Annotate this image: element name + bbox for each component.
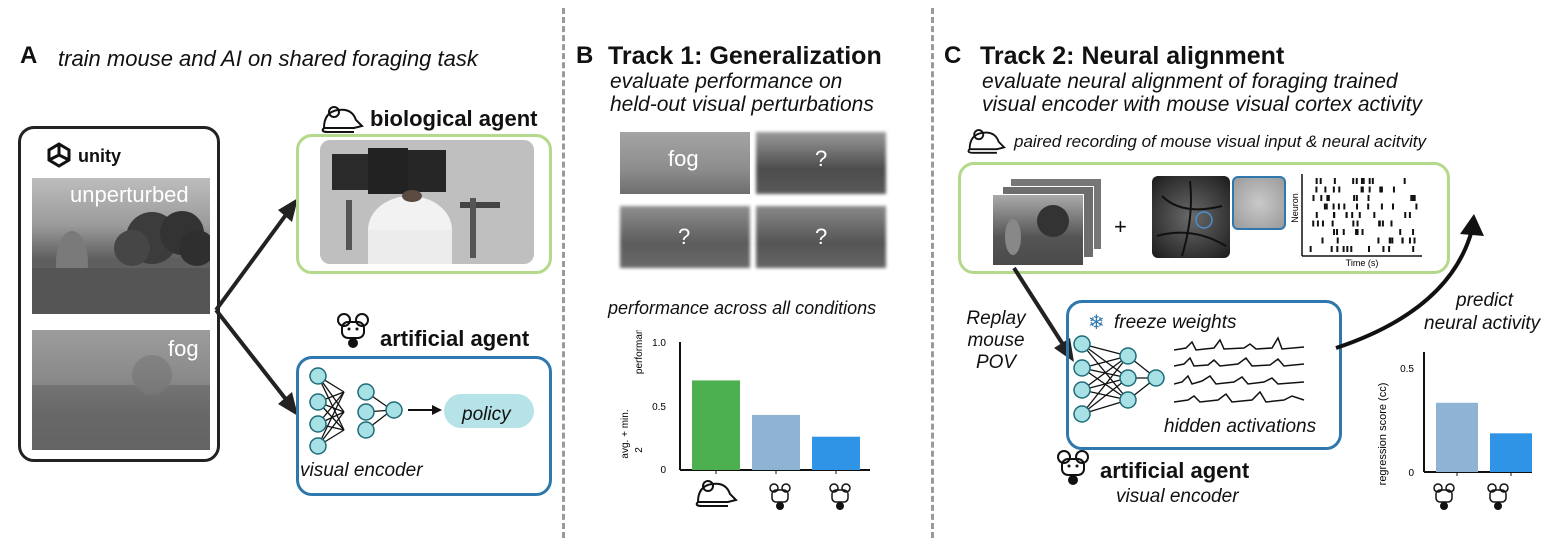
x-icon-ai-2 — [829, 483, 851, 510]
replay-label-2: mouse — [967, 330, 1025, 351]
snowflake-icon: ❄ — [1088, 312, 1105, 334]
unperturbed-image: unperturbed — [32, 178, 210, 314]
freeze-weights-label: freeze weights — [1114, 312, 1237, 333]
recording-box — [958, 162, 1450, 274]
plus-sign: + — [1114, 214, 1127, 239]
fog-image: fog — [32, 330, 210, 450]
reg-y-axis-label: regression score (cc) — [1377, 383, 1389, 486]
y-axis-label-2: avg. + min. — [620, 409, 631, 458]
raster-plot: Neuron Time (s) — [1290, 174, 1422, 268]
perturbed-thumb-1 — [756, 132, 886, 194]
unity-frame — [18, 126, 220, 462]
art-agent-title-a: artificial agent — [380, 326, 530, 351]
perf-chart-title: performance across all conditions — [608, 298, 877, 318]
y-axis-label-den: 2 — [634, 447, 645, 453]
reg-ytick-0: 0 — [1408, 468, 1414, 479]
question-mark-3: ? — [815, 224, 828, 249]
perf-bar-2 — [752, 414, 800, 470]
ytick-0: 0 — [660, 465, 666, 476]
performance-chart: performance avg. + min. 2 1.0 0.5 0 — [620, 330, 870, 510]
reg-x-icon-ai-1 — [1433, 483, 1455, 510]
reg-x-icon-ai-2 — [1487, 483, 1509, 510]
reg-ytick-0.5: 0.5 — [1400, 364, 1414, 375]
cortex-zoom-image — [1232, 176, 1286, 230]
perf-bar-3 — [812, 436, 860, 470]
encoder-network-c — [1073, 335, 1165, 423]
fog-label-a: fog — [168, 336, 199, 361]
visual-encoder-label-a: visual encoder — [300, 460, 423, 481]
panel-a-letter: A — [20, 42, 38, 69]
panel-b-subtitle-1: evaluate performance on — [610, 70, 843, 93]
replay-label-1: Replay — [966, 308, 1026, 329]
panel-c-subtitle-2: visual encoder with mouse visual cortex … — [982, 93, 1423, 116]
replay-arrow — [1012, 266, 1074, 362]
predict-label-1: predict — [1456, 290, 1514, 311]
predict-label-2: neural activity — [1424, 313, 1541, 334]
panel-b-title: Track 1: Generalization — [608, 42, 882, 70]
panel-b-letter: B — [576, 42, 594, 69]
question-mark-2: ? — [678, 224, 691, 249]
ai-mouse-icon-c — [1056, 448, 1090, 493]
panel-b-subtitle-2: held-out visual perturbations — [610, 93, 874, 116]
encoder-box-c — [1066, 300, 1342, 450]
divider-2 — [931, 8, 934, 538]
art-agent-sub-c: visual encoder — [1116, 486, 1239, 507]
perturbed-thumb-3 — [756, 206, 886, 268]
panel-c-subtitle-1: evaluate neural alignment of foraging tr… — [982, 70, 1398, 93]
cortex-image — [1152, 176, 1230, 258]
question-mark-1: ? — [815, 146, 828, 171]
divider-1 — [562, 8, 565, 538]
raster-spikes — [1309, 178, 1418, 252]
regression-chart: regression score (cc) 0.5 0 — [1377, 352, 1532, 510]
unity-logo-text: unity — [78, 146, 121, 166]
rig-image — [320, 140, 534, 264]
neuron-label: Neuron — [1290, 193, 1300, 223]
fog-thumb-label: fog — [668, 146, 699, 171]
panel-c-letter: C — [944, 42, 962, 69]
reg-bar-1 — [1436, 402, 1478, 472]
ai-mouse-icon-a — [336, 312, 370, 355]
replay-label-3: POV — [975, 352, 1017, 373]
encoder-network-a — [309, 367, 534, 455]
panel-a-title: train mouse and AI on shared foraging ta… — [58, 46, 478, 71]
art-agent-box-a — [296, 356, 552, 496]
hidden-activation-traces — [1174, 336, 1305, 403]
ytick-0.5: 0.5 — [652, 402, 666, 413]
ytick-1.0: 1.0 — [652, 338, 666, 349]
unperturbed-label: unperturbed — [70, 182, 189, 207]
bio-agent-title: biological agent — [370, 106, 538, 131]
mouse-icon-c — [966, 126, 1006, 161]
perf-bar-1 — [692, 380, 740, 470]
hidden-activations-label: hidden activations — [1164, 416, 1317, 437]
paired-recording-label: paired recording of mouse visual input &… — [1014, 132, 1426, 151]
unity-logo-icon — [46, 142, 72, 173]
panel-c-title: Track 2: Neural alignment — [980, 42, 1285, 70]
bio-agent-box — [296, 134, 552, 274]
reg-bar-2 — [1490, 433, 1532, 472]
frame-stack-1 — [992, 194, 1084, 266]
mouse-icon — [320, 104, 364, 139]
fog-thumb: fog — [620, 132, 750, 194]
time-label: Time (s) — [1346, 258, 1379, 268]
art-agent-title-c: artificial agent — [1100, 458, 1250, 483]
agent-arrows — [214, 198, 298, 416]
x-icon-mouse — [695, 480, 738, 507]
policy-label: policy — [462, 404, 511, 425]
predict-arrow — [1335, 214, 1484, 350]
perturbed-thumb-2 — [620, 206, 750, 268]
x-icon-ai-1 — [769, 483, 791, 510]
y-axis-label: performance — [634, 330, 645, 374]
